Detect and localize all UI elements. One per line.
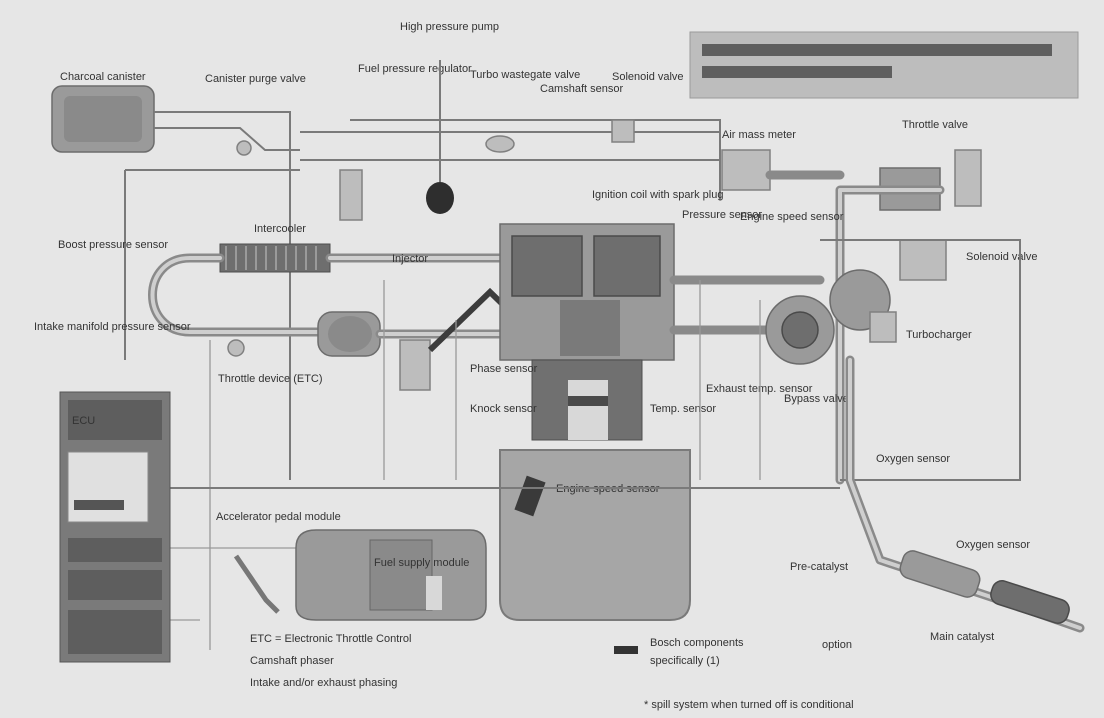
intercooler-icon [220,244,330,272]
label-engine-speed-sensor: Engine speed sensor [740,211,844,223]
right-solenoid-icon [900,240,946,280]
label-intercooler: Intercooler [254,223,306,235]
label-ecu: ECU [72,415,95,427]
label-camshaft-sensor: Camshaft sensor [540,83,623,95]
wastegate-valve-icon [486,136,514,152]
throttle-device-icon [318,312,380,356]
injector-icon [400,340,430,390]
label-phase-sensor: Phase sensor [470,363,538,375]
label-ignition-coil: Ignition coil with spark plug [592,189,723,201]
label-intake-manifold-pressure-sensor: Intake manifold pressure sensor [34,321,191,333]
label-solenoid-valve: Solenoid valve [612,71,684,83]
label-pre-catalyst: Pre-catalyst [790,561,848,573]
throttle-sensor-icon [228,340,244,356]
legend-key-side: option [822,639,852,651]
label-air-mass-meter: Air mass meter [722,129,796,141]
legend-key-swatch [614,646,638,654]
label-oxygen-sensor-1: Oxygen sensor [876,453,950,465]
label-injector: Injector [392,253,428,265]
legend-line-3: Intake and/or exhaust phasing [250,677,397,689]
legend-key-line-1: Bosch components [650,637,744,649]
label-bypass-valve: Bypass valve [784,393,849,405]
label-accelerator-pedal-module: Accelerator pedal module [216,511,341,523]
label-knock-sensor: Knock sensor [470,403,537,415]
label-main-catalyst: Main catalyst [930,631,994,643]
label-temp-sensor: Temp. sensor [650,403,716,415]
label-oxygen-sensor-2: Oxygen sensor [956,539,1030,551]
charcoal-canister-icon [52,86,154,152]
label-throttle-device: Throttle device (ETC) [218,373,323,385]
label-fuel-supply-module: Fuel supply module [374,557,469,569]
label-throttle-valve: Throttle valve [902,119,968,131]
label-turbo-wastegate-valve: Turbo wastegate valve [470,69,580,81]
purge-valve-icon [237,141,251,155]
label-solenoid-valve-right: Solenoid valve [966,251,1038,263]
label-charcoal-canister: Charcoal canister [60,71,146,83]
legend-line-2: Camshaft phaser [250,655,334,667]
label-turbocharger: Turbocharger [906,329,972,341]
fuel-tank-icon [296,530,486,620]
legend-key-line-2: specifically (1) [650,655,720,667]
title-box [690,32,1078,98]
ecu-icon [60,392,170,662]
air-mass-meter-icon [722,150,770,190]
label-boost-pressure-sensor: Boost pressure sensor [58,239,168,251]
footnote: * spill system when turned off is condit… [644,699,854,711]
label-fuel-pressure-regulator: Fuel pressure regulator [358,63,472,75]
label-canister-purge-valve: Canister purge valve [205,73,306,85]
label-high-pressure-pump: High pressure pump [400,21,499,33]
legend-line-1: ETC = Electronic Throttle Control [250,633,412,645]
pressure-regulator-icon [340,170,362,220]
solenoid-valve-icon [612,120,634,142]
